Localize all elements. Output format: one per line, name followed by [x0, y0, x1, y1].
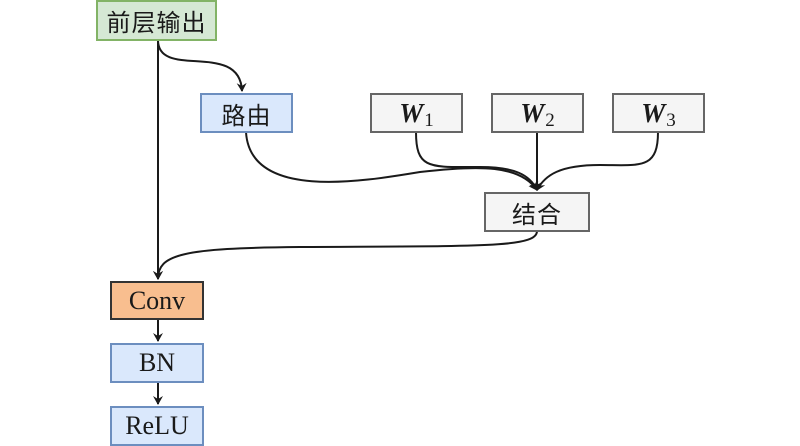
node-bn-label: BN	[138, 348, 176, 377]
node-combine-label: 结合	[512, 200, 562, 229]
node-w2-symbol: W	[520, 97, 545, 128]
node-w1-symbol: W	[399, 97, 424, 128]
node-bn: BN	[110, 343, 204, 383]
node-combine: 结合	[484, 192, 590, 232]
edge-combine-to-conv	[153, 230, 538, 280]
node-routing: 路由	[200, 93, 293, 133]
edge-prev-to-routing	[157, 39, 247, 92]
node-prev-output: 前层输出	[96, 0, 217, 41]
node-routing-label: 路由	[221, 101, 272, 130]
node-relu: ReLU	[110, 406, 204, 446]
edge-routing-to-combine	[245, 131, 538, 191]
node-conv-label: Conv	[128, 285, 186, 315]
edge-w3-to-combine	[536, 131, 659, 191]
node-conv: Conv	[110, 281, 204, 320]
node-w2-subscript: 2	[545, 110, 555, 131]
edge-w1-to-combine	[415, 131, 539, 191]
node-relu-label: ReLU	[125, 411, 189, 440]
node-prev-output-label: 前层输出	[106, 9, 207, 37]
node-w1-subscript: 1	[424, 110, 434, 131]
node-w3-symbol: W	[641, 97, 666, 128]
node-w3-subscript: 3	[666, 110, 676, 131]
